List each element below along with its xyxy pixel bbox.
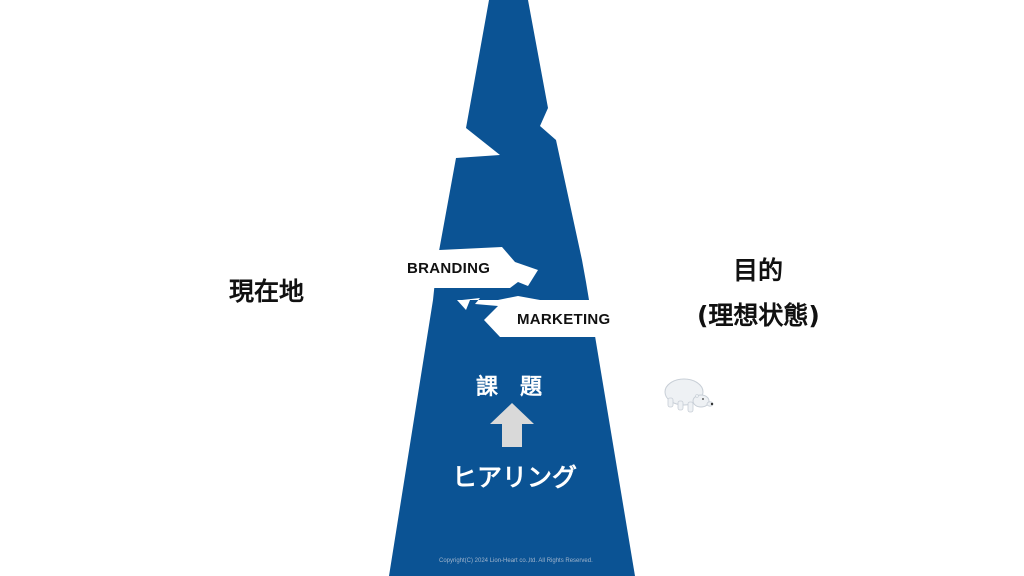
mountain-shape [389, 0, 635, 576]
arrow-up-icon [490, 403, 534, 447]
current-position-label: 現在地 [229, 277, 305, 306]
marketing-band [462, 296, 620, 337]
branding-label: BRANDING [407, 260, 491, 277]
issues-label: 課題 [476, 375, 565, 400]
goal-subtitle-label: (理想状態) [697, 301, 820, 330]
hearing-label: ヒアリング [452, 463, 578, 492]
branding-band [398, 247, 538, 288]
copyright-text: Copyright(C) 2024 Lion-Heart co.,ltd. Al… [439, 558, 593, 564]
goal-title-label: 目的 [733, 256, 784, 285]
polar-bear-icon [664, 378, 714, 413]
crack-fragment [457, 300, 470, 310]
marketing-label: MARKETING [517, 311, 611, 328]
